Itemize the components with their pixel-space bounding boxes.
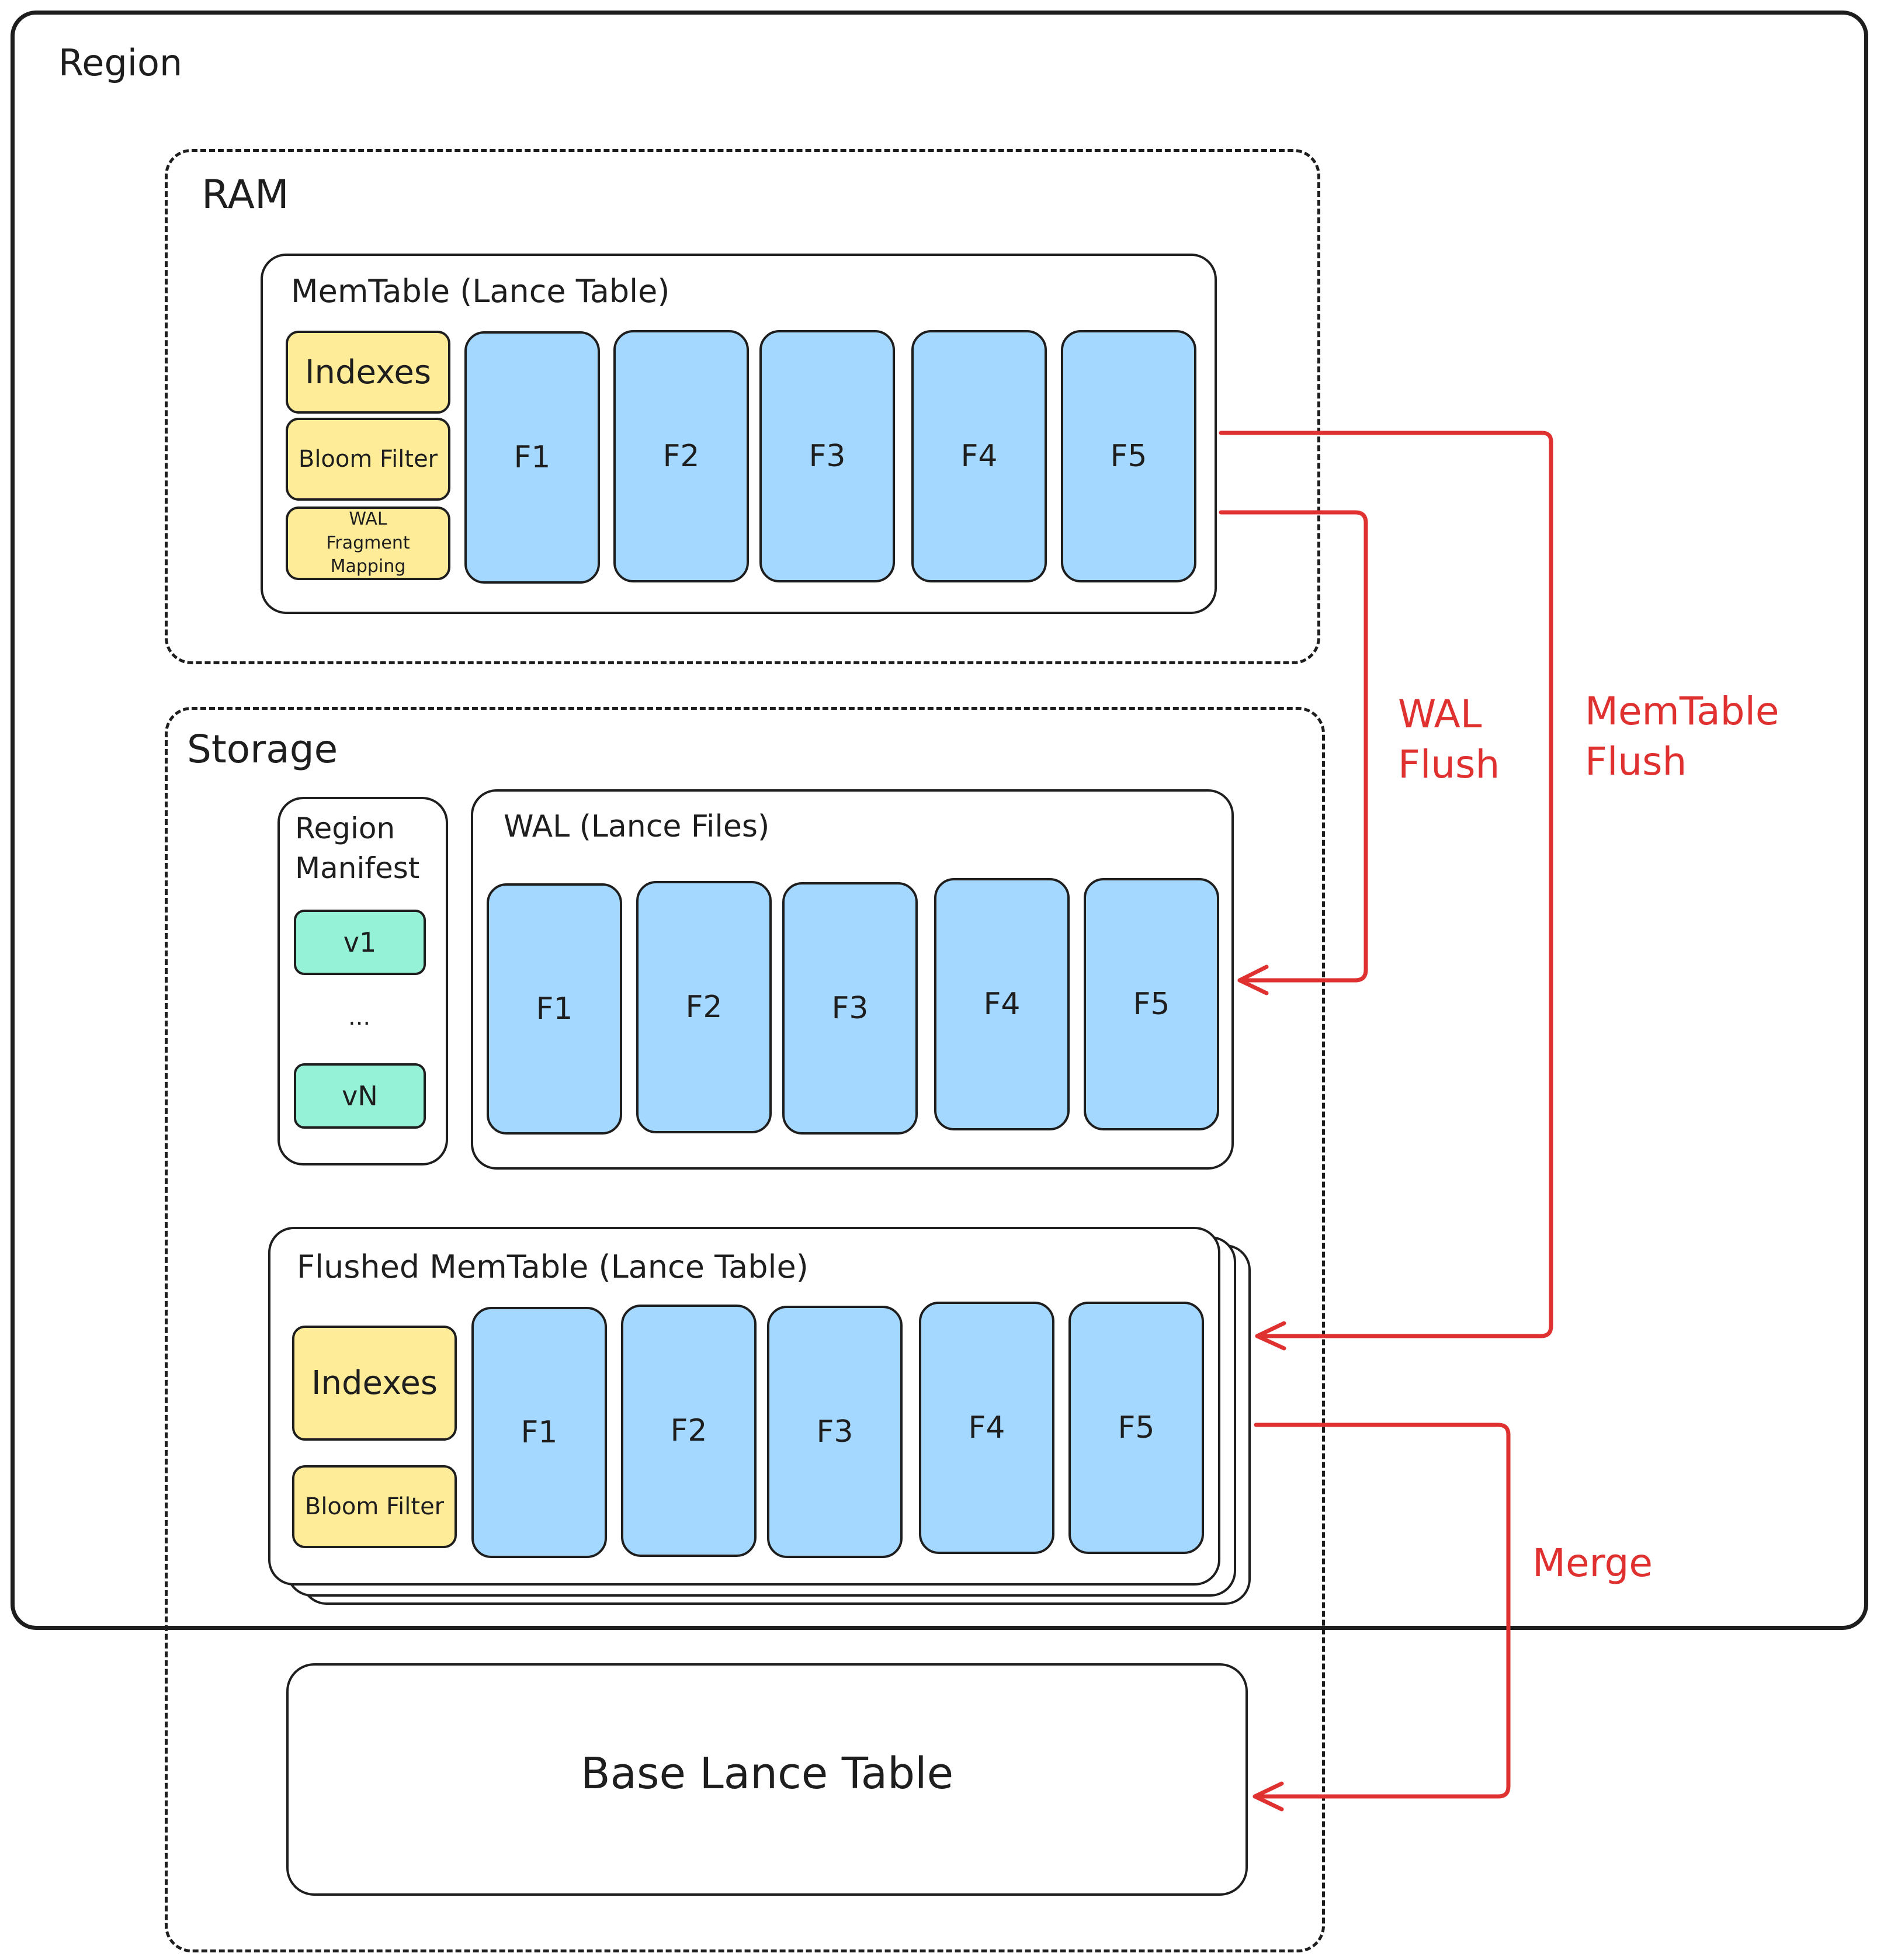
fragment-label: F1: [514, 440, 551, 475]
manifest-ellipsis: ...: [348, 1004, 371, 1031]
flushed-fragment: F5: [1068, 1302, 1204, 1554]
memtable-wal-fragment-mapping: WAL Fragment Mapping: [286, 507, 450, 580]
wal-flush-arrowhead: [1237, 965, 1269, 995]
fragment-label: F5: [1118, 1410, 1155, 1445]
memtable-fragment: F4: [911, 330, 1047, 582]
fragment-label: F4: [983, 987, 1021, 1022]
fragment-label: F5: [1110, 439, 1147, 474]
fragment-label: F3: [816, 1414, 854, 1449]
flushed-fragment: F1: [471, 1307, 607, 1558]
base-lance-table-label: Base Lance Table: [580, 1749, 954, 1799]
ram-container: [165, 149, 1320, 664]
wal-fragment: F1: [487, 883, 622, 1135]
fragment-label: F3: [831, 991, 869, 1026]
wal-fragment: F3: [782, 882, 918, 1135]
flushed-indexes: Indexes: [292, 1326, 457, 1441]
memtable-fragment: F3: [759, 330, 895, 582]
flushed-memtable-title: Flushed MemTable (Lance Table): [297, 1248, 809, 1285]
memtable-title: MemTable (Lance Table): [291, 273, 670, 310]
memtable-indexes: Indexes: [286, 331, 450, 414]
ram-label: RAM: [202, 172, 289, 218]
memtable-fragment: F1: [464, 331, 600, 584]
memtable-fragment: F2: [613, 330, 749, 582]
fragment-label: F1: [536, 991, 573, 1026]
manifest-version-v1: v1: [294, 910, 426, 975]
manifest-version-vn-label: vN: [342, 1080, 378, 1112]
memtable-bloom-filter: Bloom Filter: [286, 418, 450, 501]
region-label: Region: [58, 41, 183, 84]
fragment-label: F2: [662, 439, 700, 474]
fragment-label: F1: [521, 1415, 558, 1450]
memtable-wal-fragment-mapping-label: WAL Fragment Mapping: [326, 509, 410, 577]
fragment-label: F3: [809, 439, 846, 474]
fragment-label: F5: [1133, 987, 1170, 1022]
memtable-fragment: F5: [1061, 330, 1196, 582]
memtable-flush-arrowhead: [1255, 1321, 1286, 1351]
wal-flush-arrow: [1219, 510, 1368, 983]
wal-flush-label: WAL Flush: [1398, 692, 1500, 787]
flushed-fragment: F2: [621, 1305, 757, 1557]
flushed-bloom-filter-label: Bloom Filter: [304, 1493, 445, 1520]
region-manifest-title: Region Manifest: [295, 811, 420, 885]
manifest-version-v1-label: v1: [343, 927, 377, 958]
storage-label: Storage: [187, 727, 338, 772]
flushed-fragment: F3: [767, 1306, 903, 1558]
wal-title: WAL (Lance Files): [504, 809, 770, 844]
fragment-label: F4: [960, 439, 998, 474]
memtable-indexes-label: Indexes: [304, 353, 432, 391]
fragment-label: F2: [685, 990, 723, 1025]
memtable-bloom-filter-label: Bloom Filter: [298, 446, 438, 473]
wal-fragment: F4: [934, 878, 1070, 1130]
fragment-label: F4: [968, 1410, 1005, 1445]
flushed-bloom-filter: Bloom Filter: [292, 1465, 457, 1548]
fragment-label: F2: [670, 1413, 707, 1448]
storage-container: [165, 707, 1325, 1952]
base-lance-table: Base Lance Table: [286, 1663, 1248, 1896]
merge-arrow: [1253, 1423, 1511, 1799]
flushed-fragment: F4: [919, 1302, 1054, 1554]
memtable-flush-label: MemTable Flush: [1585, 689, 1779, 784]
merge-arrowhead: [1253, 1781, 1284, 1812]
wal-fragment: F2: [636, 881, 772, 1133]
manifest-version-vn: vN: [294, 1063, 426, 1129]
wal-fragment: F5: [1084, 878, 1219, 1130]
memtable-flush-arrow: [1219, 431, 1553, 1338]
merge-label: Merge: [1532, 1541, 1653, 1586]
flushed-indexes-label: Indexes: [311, 1364, 438, 1402]
region-container: [11, 11, 1868, 1630]
